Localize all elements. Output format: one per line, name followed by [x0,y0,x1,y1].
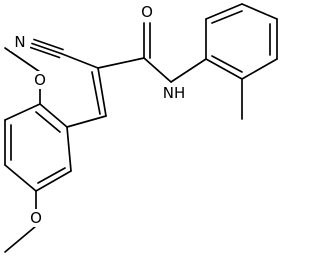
amide-n-to-tolyl-ring-bond [170,58,207,83]
alpha-to-carbonyl-carbon-bond [97,57,145,69]
methoxy-bottom-o-to-methyl-bond [4,225,37,253]
tolyl-ring-bond-5 [241,58,278,80]
nitrile-triple-bond-a [31,42,62,55]
phenyl-inner-double-bond-3 [37,167,66,184]
tolyl-ring-bond-2 [205,3,243,20]
tolyl-inner-double-bond-3 [211,55,243,73]
phenyl-ring-bond-1 [39,103,68,128]
atom-mask-n-cyano [10,33,30,51]
atom-label-n-cyano: N [14,33,25,51]
phenyl-inner-double-bond-1 [35,111,61,133]
atom-label-o-carbonyl: O [141,3,153,21]
chemical-structure-diagram: N O NH O O [4,2,278,253]
nitrile-to-alpha-carbon-bond [60,52,99,69]
atom-mask-nh-amide [160,83,188,101]
atom-label-nh-amide: NH [163,84,186,102]
tolyl-ring-bond-3 [241,3,278,20]
carbonyl-to-amide-n-bond [143,57,172,83]
bonds [4,3,278,253]
atom-mask-o-carbonyl [138,2,156,21]
phenyl-ring-bond-5 [35,170,72,192]
atom-mask-o-methoxy-bottom [27,209,45,227]
phenyl-ring-bond-6 [66,126,72,172]
tolyl-ring-bond-6 [205,58,243,80]
atom-label-o-methoxy-bottom: O [30,209,42,227]
nitrile-triple-bond-c [29,46,61,59]
vinyl-double-bond-b [91,71,101,115]
phenyl-ring-bond-2 [4,103,41,121]
tolyl-inner-double-bond-1 [211,10,243,24]
vinyl-to-phenyl-ring-bond [66,115,107,128]
atom-label-o-methoxy-top: O [34,71,46,89]
atom-labels: N O NH O O [10,2,188,227]
phenyl-ring-bond-4 [4,164,37,192]
nitrile-triple-bond-b [33,38,64,51]
atom-mask-o-methoxy-top [31,71,49,89]
methoxy-top-o-to-methyl-bond [4,47,41,73]
vinyl-double-bond-a [97,67,107,117]
